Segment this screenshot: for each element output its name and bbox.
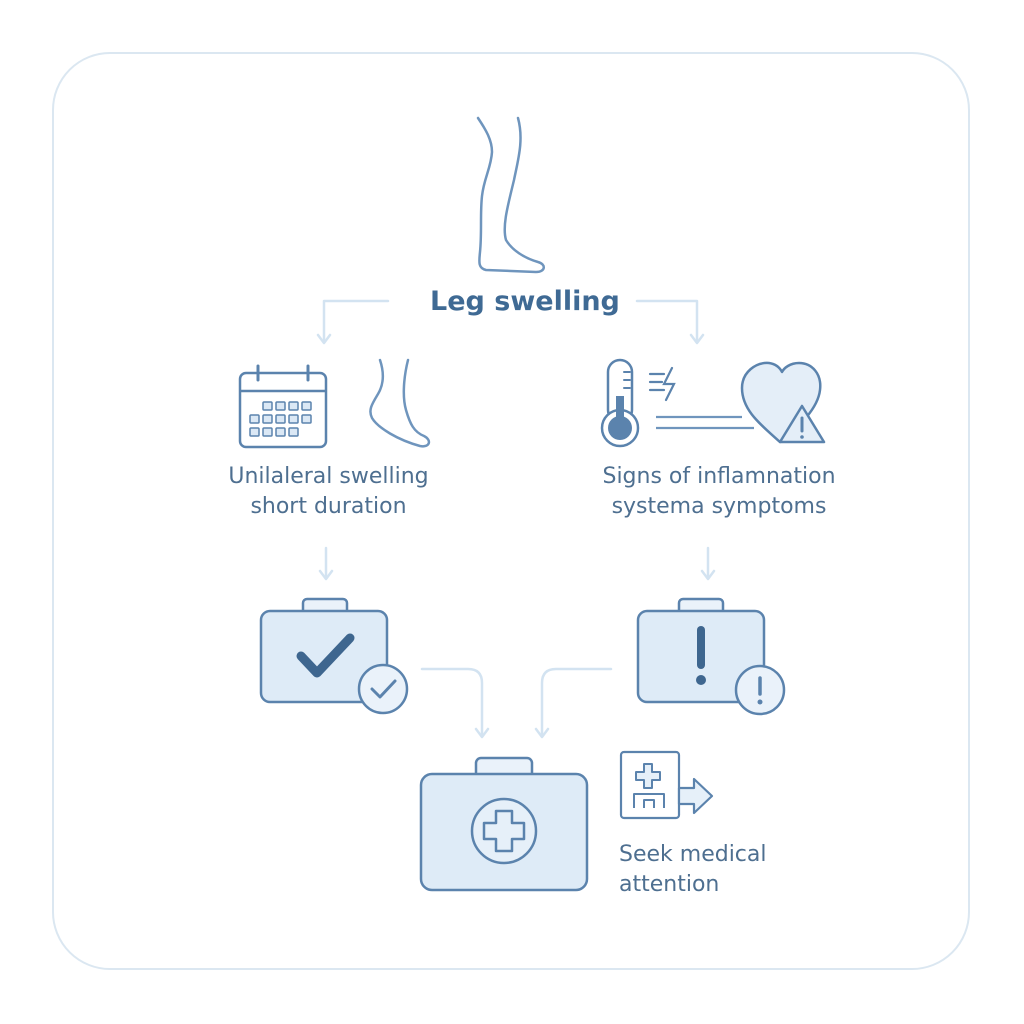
connectors [316,299,716,739]
check-circle-icon [357,663,409,715]
outcome-line2: attention [619,872,720,897]
warning-triangle-icon [778,404,826,444]
leg-icon [476,116,545,274]
left-branch-line1: Unilaleral swelling [228,464,429,489]
arrowhead-right-bottom [534,727,550,739]
heat-waves-icon [648,366,676,402]
outcome-label: Seek medical attention [619,840,767,900]
warning-kit-icon [636,597,766,704]
arrowhead-right-mid [700,569,716,581]
arrowhead-left-top [316,333,332,345]
foot-icon [369,358,431,448]
right-branch-line1: Signs of inflamnation [602,464,836,489]
exclamation-circle-icon [734,664,786,716]
connector-title-to-left [322,299,390,344]
approved-kit-icon [259,597,389,704]
connector-right-kit-to-medical [540,667,613,738]
diagram-title: Leg swelling [430,286,620,317]
medical-kit-icon [419,756,589,892]
divider-lines [656,415,754,430]
right-branch-label: Signs of inflamnation systema symptoms [598,462,840,522]
arrowhead-left-mid [318,569,334,581]
arrowhead-right-top [689,333,705,345]
connector-left-kit-to-medical [420,667,484,738]
right-branch-line2: systema symptoms [611,494,827,519]
left-branch-line2: short duration [250,494,407,519]
hospital-referral-icon [619,750,714,820]
outcome-line1: Seek medical [619,842,767,867]
connector-title-to-right [635,299,699,344]
calendar-icon [238,364,328,449]
left-branch-label: Unilaleral swelling short duration [226,462,431,522]
thermometer-icon [600,358,640,448]
arrowhead-left-bottom [474,727,490,739]
